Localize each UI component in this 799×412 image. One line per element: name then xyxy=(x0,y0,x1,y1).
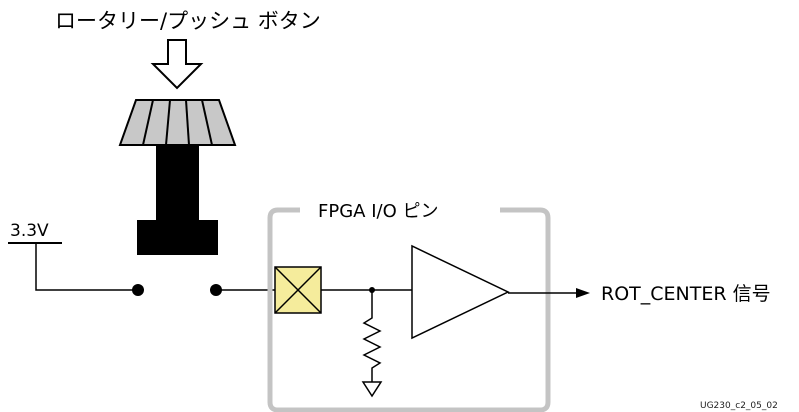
output-arrow-icon xyxy=(576,288,590,298)
supply-label: 3.3V xyxy=(10,221,49,241)
fpga-box xyxy=(267,207,551,412)
button-plunger xyxy=(137,220,218,255)
switch-contact-left xyxy=(132,284,144,296)
rotary-knob xyxy=(118,99,237,146)
figure-id: UG230_c2_05_02 xyxy=(700,401,778,411)
pulldown-resistor xyxy=(361,290,383,398)
button-shaft xyxy=(156,145,199,220)
io-pad xyxy=(274,266,322,314)
output-signal-label: ROT_CENTER 信号 xyxy=(601,283,771,305)
button-title: ロータリー/プッシュ ボタン xyxy=(55,9,321,33)
ground-icon xyxy=(361,381,383,398)
input-buffer xyxy=(411,244,510,340)
supply-wire xyxy=(35,243,138,291)
press-arrow-icon xyxy=(150,39,204,90)
fpga-label: FPGA I/O ピン xyxy=(318,201,438,222)
